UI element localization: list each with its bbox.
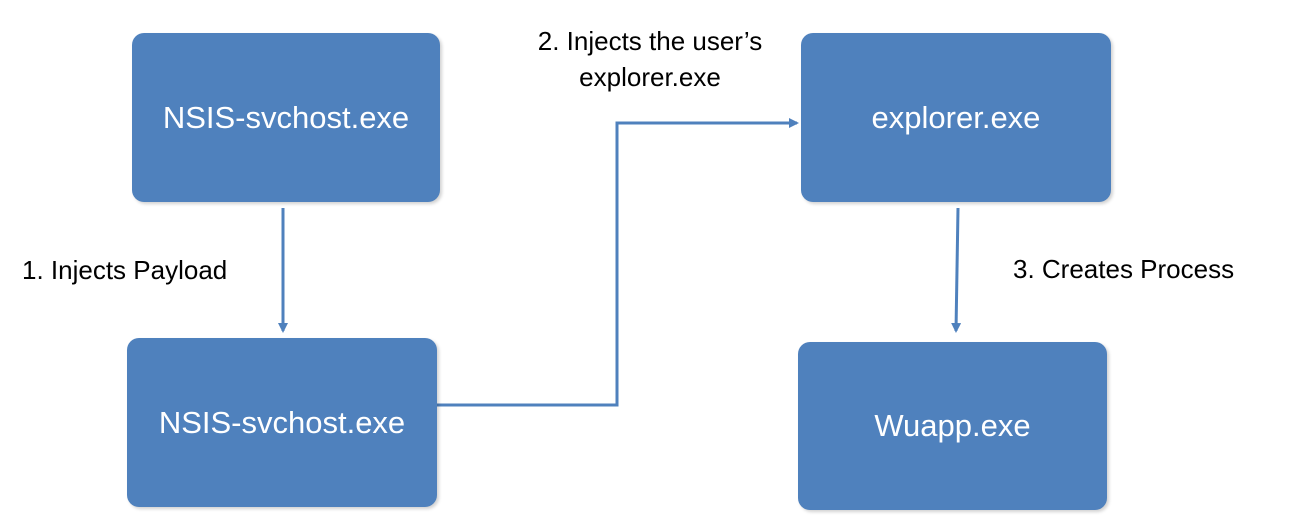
- node-nsis-svchost-injected: NSIS-svchost.exe: [127, 338, 437, 507]
- node-wuapp: Wuapp.exe: [798, 342, 1107, 510]
- edge-label-step2: 2. Injects the user’s explorer.exe: [505, 23, 795, 95]
- edge-label-step1: 1. Injects Payload: [22, 255, 228, 285]
- arrow-inject-explorer: [437, 118, 799, 407]
- edge-label-step2-line1: 2. Injects the user’s: [537, 26, 763, 56]
- node-label: Wuapp.exe: [874, 408, 1031, 443]
- arrow-create-process: [951, 207, 962, 333]
- node-label: explorer.exe: [871, 99, 1041, 135]
- node-nsis-svchost-source: NSIS-svchost.exe: [132, 33, 440, 202]
- node-label: NSIS-svchost.exe: [158, 404, 406, 440]
- edge-label-step2-line2: explorer.exe: [579, 62, 721, 92]
- edge-label-step3: 3. Creates Process: [1013, 254, 1235, 284]
- node-explorer: explorer.exe: [801, 33, 1111, 202]
- node-label: NSIS-svchost.exe: [162, 99, 410, 135]
